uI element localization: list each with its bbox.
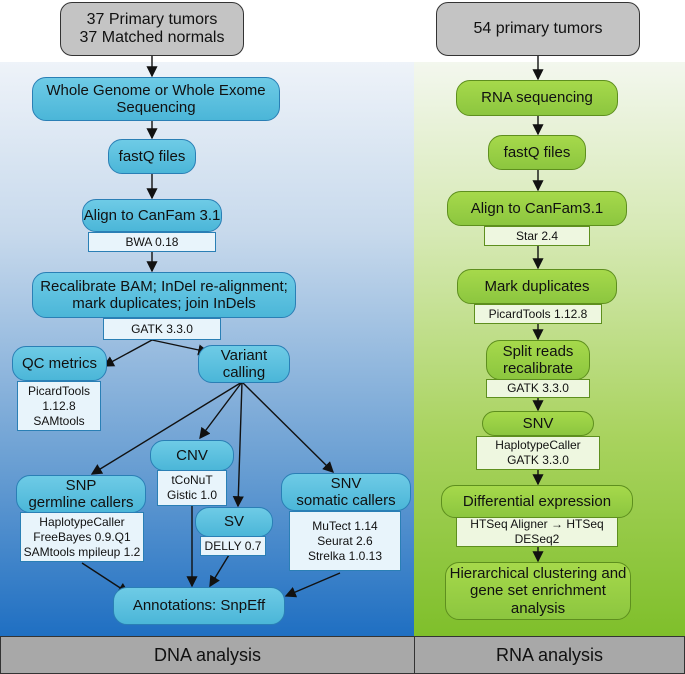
rna-align-box: Align to CanFam3.1: [447, 191, 627, 226]
hierarchical-clustering-box: Hierarchical clustering and gene set enr…: [445, 562, 631, 620]
annotations-box: Annotations: SnpEff: [113, 587, 285, 625]
cnv-tool: tCoNuT Gistic 1.0: [157, 470, 227, 506]
dna-align-tool: BWA 0.18: [88, 232, 216, 252]
rna-snv-tool: HaplotypeCaller GATK 3.3.0: [476, 436, 600, 470]
cnv-box: CNV: [150, 440, 234, 471]
dna-input-box: 37 Primary tumors 37 Matched normals: [60, 2, 244, 56]
dna-recalibrate-tool: GATK 3.3.0: [103, 318, 221, 340]
qc-metrics-box: QC metrics: [12, 346, 107, 381]
dna-align-box: Align to CanFam 3.1: [82, 199, 222, 232]
sv-box: SV: [195, 507, 273, 537]
rna-fastq-box: fastQ files: [488, 135, 586, 170]
snv-somatic-box: SNV somatic callers: [281, 473, 411, 511]
differential-expression-tool: HTSeq Aligner → HTSeq DESeq2: [456, 517, 618, 547]
rna-snv-box: SNV: [482, 411, 594, 436]
variant-calling-box: Variant calling: [198, 345, 290, 383]
qc-metrics-tool: PicardTools 1.12.8 SAMtools: [17, 381, 101, 431]
dna-recalibrate-box: Recalibrate BAM; InDel re-alignment; mar…: [32, 272, 296, 318]
mark-duplicates-box: Mark duplicates: [457, 269, 617, 304]
rna-input-box: 54 primary tumors: [436, 2, 640, 56]
mark-duplicates-tool: PicardTools 1.12.8: [474, 304, 602, 324]
dna-sequencing-box: Whole Genome or Whole Exome Sequencing: [32, 77, 280, 121]
dna-analysis-footer: DNA analysis: [0, 636, 415, 674]
split-reads-tool: GATK 3.3.0: [486, 379, 590, 398]
dna-fastq-box: fastQ files: [108, 139, 196, 174]
rna-analysis-footer: RNA analysis: [414, 636, 685, 674]
rna-align-tool: Star 2.4: [484, 226, 590, 246]
rna-sequencing-box: RNA sequencing: [456, 80, 618, 116]
sv-tool: DELLY 0.7: [200, 536, 266, 556]
snp-germline-box: SNP germline callers: [16, 475, 146, 513]
snp-germline-tool: HaplotypeCaller FreeBayes 0.9.Q1 SAMtool…: [20, 512, 144, 562]
differential-expression-box: Differential expression: [441, 485, 633, 518]
split-reads-box: Split reads recalibrate: [486, 340, 590, 380]
snv-somatic-tool: MuTect 1.14 Seurat 2.6 Strelka 1.0.13: [289, 511, 401, 571]
